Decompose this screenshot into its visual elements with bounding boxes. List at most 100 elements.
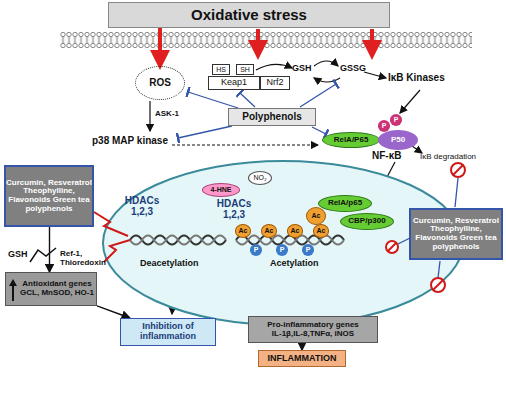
pathway-label: GSH — [292, 64, 312, 74]
node-text: P — [254, 246, 259, 254]
node-text: Pro-inflammatory genesIL-1β,IL-8,TNFα, i… — [267, 321, 359, 338]
node-text: Ac — [312, 212, 321, 220]
node-text: SH — [240, 66, 250, 74]
node-text: INFLAMMATION — [268, 354, 337, 364]
pathway-label: Deacetylation — [140, 259, 199, 269]
acetyl-circle: Ac — [306, 207, 326, 225]
rela-ellipse: RelA/p65 — [318, 195, 372, 212]
pathway-label: IκB Kinases — [388, 72, 445, 83]
node-text: CBP/p300 — [348, 217, 385, 226]
node-label: Inhibition of inflammation — [121, 322, 215, 341]
node-text: Ac — [291, 227, 300, 235]
node-label: GCL, MnSOD, HO-1 — [20, 289, 94, 298]
pathway-label: Ref-1, Thioredoxin — [60, 250, 108, 268]
node-label: Antioxidant genes — [22, 280, 91, 289]
pathway-label: p38 MAP kinase — [92, 135, 168, 146]
node-label: Curcumin, Resveratrol Theophylline, Flav… — [411, 217, 501, 252]
drug-box: Curcumin, Resveratrol Theophylline, Flav… — [4, 165, 94, 227]
antioxidant-box: Antioxidant genesGCL, MnSOD, HO-1 — [5, 272, 97, 306]
thiol-box: SH — [236, 64, 254, 75]
node-text: RelA/p65 — [328, 199, 362, 208]
title-box: Oxidative stress — [108, 2, 390, 28]
phospho-circle: P — [276, 244, 289, 256]
node-text: Antioxidant genesGCL, MnSOD, HO-1 — [20, 280, 94, 297]
pathway-label: NF-κB — [372, 150, 401, 161]
node-label: SH — [240, 66, 250, 74]
node-label: Ac — [312, 212, 321, 220]
node-label: Ac — [239, 227, 248, 235]
node-text: NO₂ — [253, 174, 266, 182]
p50-ellipse: P50 — [378, 130, 418, 150]
drug-box: Curcumin, Resveratrol Theophylline, Flav… — [409, 208, 503, 260]
pathway-label: ASK-1 — [155, 110, 179, 119]
node-text: ROS — [149, 78, 171, 89]
node-label: P — [382, 122, 387, 130]
acetyl-circle: Ac — [313, 224, 330, 238]
node-text: Polyphenols — [242, 112, 301, 123]
node-label: Oxidative stress — [191, 7, 307, 23]
pathway-label: HDACs 1,2,3 — [122, 195, 162, 217]
node-label: P — [254, 246, 259, 254]
node-label: P50 — [391, 136, 405, 145]
up-arrow — [8, 278, 18, 302]
acetyl-circle: Ac — [235, 224, 252, 238]
hne-ellipse: 4-HNE — [202, 183, 240, 197]
connector — [158, 28, 162, 66]
pathway-label: Acetylation — [270, 259, 319, 269]
node-label: Ac — [317, 227, 326, 235]
pathway-label: IκB degradation — [420, 153, 476, 162]
pathway-label: GSH — [8, 250, 28, 260]
no2-ellipse: NO₂ — [248, 171, 272, 185]
node-text: Curcumin, Resveratrol Theophylline, Flav… — [6, 179, 92, 214]
inhibition-lines — [178, 84, 336, 138]
thiol-box: HS — [212, 64, 230, 75]
dna — [130, 236, 344, 245]
node-label: Curcumin, Resveratrol Theophylline, Flav… — [6, 179, 92, 214]
node-text: Ac — [265, 227, 274, 235]
node-label: IL-1β,IL-8,TNFα, iNOS — [272, 330, 354, 339]
node-label: Ac — [265, 227, 274, 235]
node-label: INFLAMMATION — [268, 354, 337, 364]
phospho-circle: P — [302, 244, 315, 256]
connector — [97, 306, 130, 318]
node-text: Ac — [317, 227, 326, 235]
polyphenols-box: Polyphenols — [228, 108, 316, 126]
node-text: Oxidative stress — [191, 7, 307, 23]
node-text: P — [394, 116, 399, 124]
node-label: CBP/p300 — [348, 217, 385, 226]
rela-ellipse: RelA/P65 — [322, 132, 380, 148]
node-label: HS — [216, 66, 226, 74]
node-text: 4-HNE — [210, 186, 231, 194]
node-label: RelA/p65 — [328, 199, 362, 208]
node-label: RelA/P65 — [334, 136, 369, 145]
node-text: P — [382, 122, 387, 130]
node-text: Inhibition of inflammation — [121, 322, 215, 341]
node-label: Ac — [291, 227, 300, 235]
membrane — [60, 32, 472, 48]
node-text: Nrf2 — [266, 78, 283, 88]
node-text: RelA/P65 — [334, 136, 369, 145]
nrf2-box: Nrf2 — [260, 76, 290, 90]
phospho-circle: P — [250, 244, 263, 256]
node-text: P — [306, 246, 311, 254]
node-text: HS — [216, 66, 226, 74]
node-text: Curcumin, Resveratrol Theophylline, Flav… — [411, 217, 501, 252]
node-label: P — [394, 116, 399, 124]
node-label: Nrf2 — [266, 78, 283, 88]
keap1-box: Keap1 — [208, 76, 260, 90]
pathway-label: GSSG — [340, 64, 366, 74]
node-label: P — [306, 246, 311, 254]
node-text: P — [280, 246, 285, 254]
node-label: P — [280, 246, 285, 254]
stress-arrows — [258, 29, 372, 56]
acetyl-circle: Ac — [261, 224, 278, 238]
node-label: 4-HNE — [210, 186, 231, 194]
node-text: Ac — [239, 227, 248, 235]
inhibition-box: Inhibition of inflammation — [120, 318, 216, 346]
node-label: Keap1 — [221, 78, 247, 88]
node-text: P50 — [391, 136, 405, 145]
node-label: Polyphenols — [242, 112, 301, 123]
proinflammatory-box: Pro-inflammatory genesIL-1β,IL-8,TNFα, i… — [248, 316, 378, 343]
